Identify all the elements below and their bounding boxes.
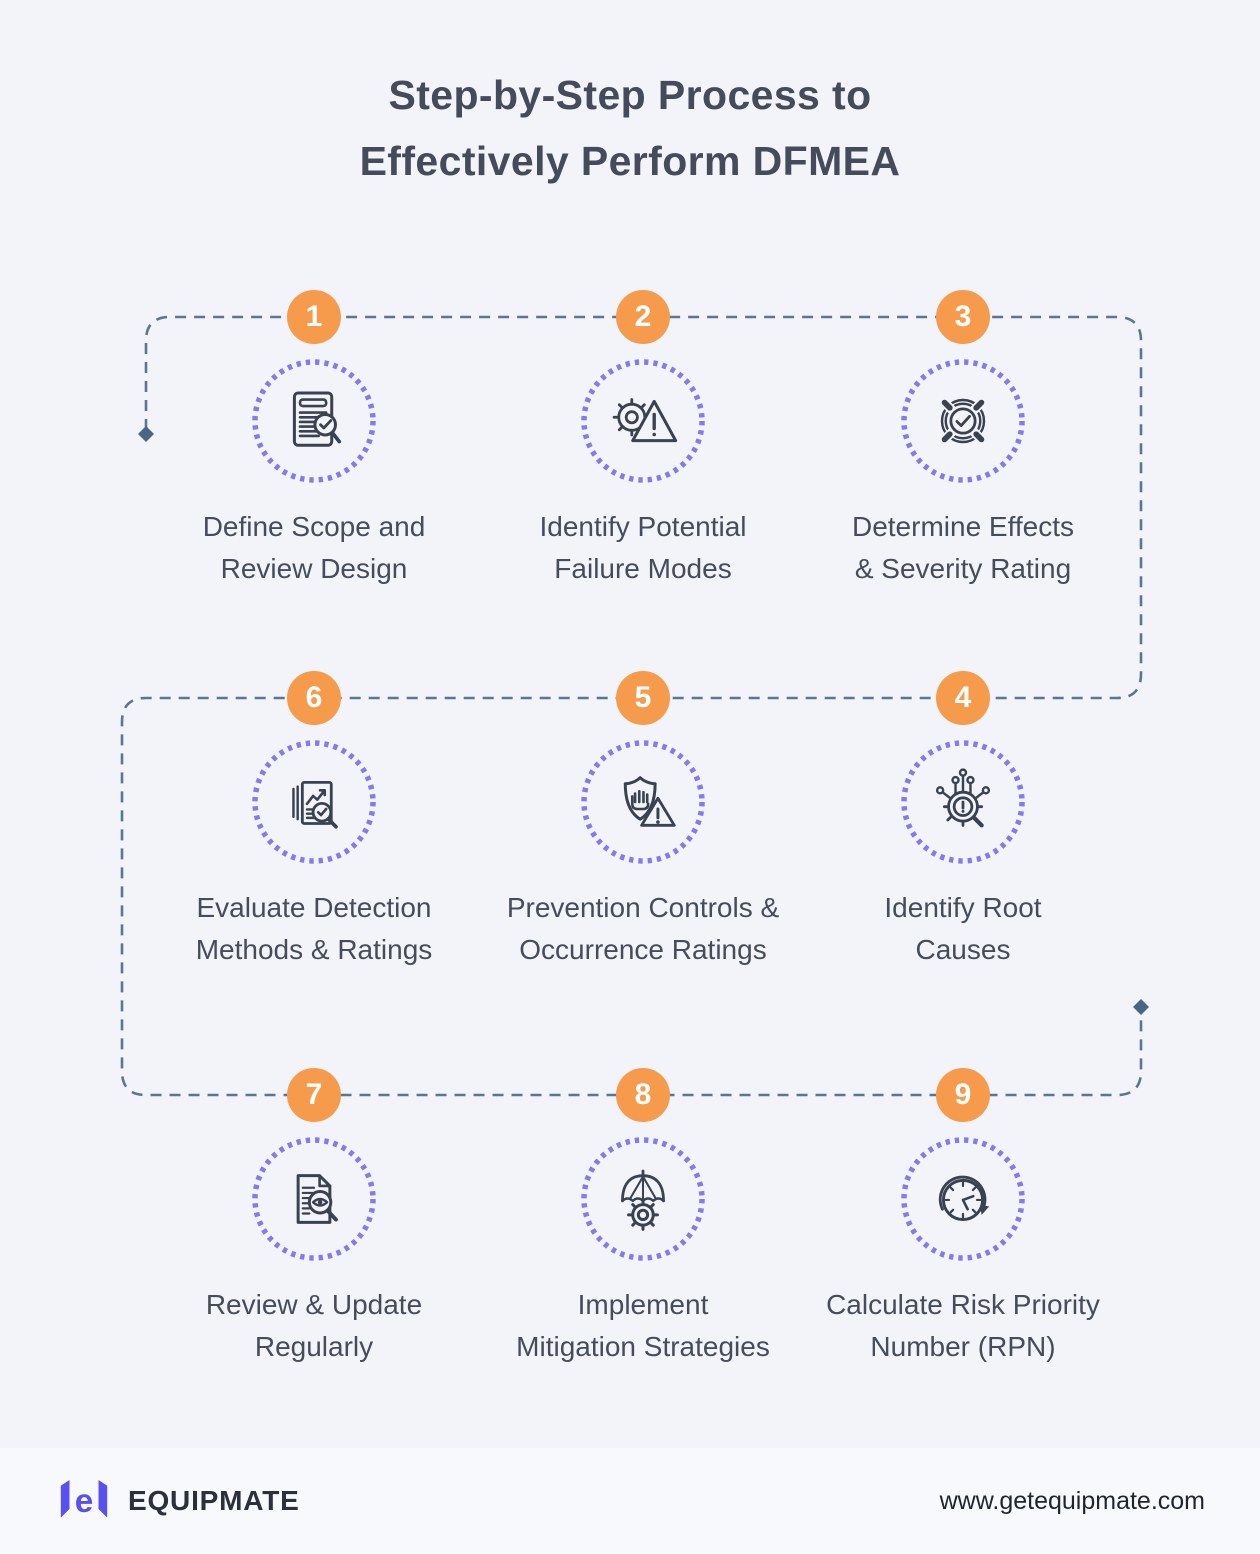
step-label-line: Methods & Ratings: [195, 934, 433, 965]
step-icon-ring: [249, 356, 379, 486]
step-label: Determine Effects & Severity Rating: [852, 506, 1074, 590]
step-label-line: Occurrence Ratings: [519, 934, 767, 965]
step-3: 3 Determine Effects: [793, 290, 1133, 590]
report-chart-magnifier-icon: [292, 781, 338, 829]
step-number-badge: 7: [287, 1068, 341, 1122]
footer-bar: e EQUIPMATE www.getequipmate.com: [0, 1448, 1260, 1554]
step-icon-ring: [898, 1134, 1028, 1264]
step-label-line: & Severity Rating: [854, 553, 1072, 584]
title-line-2: Effectively Perform DFMEA: [359, 138, 901, 184]
connector-end-diamond: [1133, 999, 1149, 1015]
step-icon-ring: [578, 356, 708, 486]
step-label-line: Identify Potential: [539, 511, 747, 542]
document-review-magnifier-icon: [292, 391, 342, 447]
step-number-badge: 6: [287, 671, 341, 725]
clock-refresh-icon: [938, 1175, 990, 1222]
step-number-badge: 1: [287, 290, 341, 344]
step-label-line: Review Design: [220, 553, 408, 584]
step-label-line: Failure Modes: [554, 553, 732, 584]
step-icon-ring: [249, 737, 379, 867]
step-number-badge: 4: [936, 671, 990, 725]
page-title: Step-by-Step Process to Effectively Perf…: [0, 62, 1260, 194]
umbrella-gear-icon: [621, 1169, 665, 1231]
logo-letter: e: [75, 1483, 94, 1520]
step-number: 3: [954, 300, 972, 333]
title-line-1: Step-by-Step Process to: [388, 72, 872, 118]
step-number: 6: [305, 681, 323, 714]
step-label: Prevention Controls & Occurrence Ratings: [507, 887, 779, 971]
step-label-line: Determine Effects: [851, 511, 1075, 542]
step-number: 5: [634, 681, 652, 714]
step-label-line: Causes: [915, 934, 1011, 965]
step-number: 8: [634, 1078, 652, 1111]
step-number-badge: 8: [616, 1068, 670, 1122]
equipmate-logo-icon: e: [60, 1479, 108, 1520]
step-4: 4 Identi: [793, 671, 1133, 971]
step-label-line: Calculate Risk Priority: [826, 1289, 1100, 1320]
website-url: www.getequipmate.com: [939, 1486, 1205, 1515]
step-1: 1 Define Scope and Review Design: [144, 290, 484, 590]
root-cause-network-magnifier-icon: [935, 768, 991, 828]
step-number: 1: [305, 300, 323, 333]
step-label-line: Number (RPN): [870, 1331, 1056, 1362]
step-icon-ring: [898, 356, 1028, 486]
step-label-line: Identify Root: [884, 892, 1042, 923]
document-eye-magnifier-icon: [296, 1174, 338, 1224]
step-number: 9: [954, 1078, 972, 1111]
step-label: Implement Mitigation Strategies: [516, 1284, 770, 1368]
step-label-line: Review & Update: [205, 1289, 423, 1320]
step-icon-ring: [578, 1134, 708, 1264]
gear-warning-icon: [612, 398, 678, 443]
step-label: Calculate Risk Priority Number (RPN): [826, 1284, 1100, 1368]
step-icon-ring: [249, 1134, 379, 1264]
step-label-line: Define Scope and: [202, 511, 426, 542]
step-label: Review & Update Regularly: [206, 1284, 422, 1368]
step-9: 9 Calculate Risk Priority Number (RPN): [793, 1068, 1133, 1368]
step-number: 2: [634, 300, 652, 333]
step-number-badge: 9: [936, 1068, 990, 1122]
step-label: Evaluate Detection Methods & Ratings: [196, 887, 433, 971]
target-check-icon: [938, 396, 988, 446]
step-6: 6 Evaluate Detection Methods & Rati: [144, 671, 484, 971]
step-label-line: Evaluate Detection: [196, 892, 432, 923]
step-label-line: Mitigation Strategies: [516, 1331, 770, 1362]
step-label: Identify Potential Failure Modes: [539, 506, 746, 590]
step-number-badge: 2: [616, 290, 670, 344]
brand-name: EQUIPMATE: [128, 1485, 300, 1516]
step-number-badge: 5: [616, 671, 670, 725]
connector-start-diamond: [138, 426, 154, 442]
step-icon-ring: [578, 737, 708, 867]
step-number: 4: [954, 681, 972, 714]
step-label-line: Regularly: [254, 1331, 374, 1362]
step-label-line: Prevention Controls &: [506, 892, 780, 923]
step-2: 2 Identify Potential Failure Modes: [473, 290, 813, 590]
step-label: Identify Root Causes: [884, 887, 1041, 971]
shield-hand-warning-icon: [623, 776, 676, 827]
step-5: 5 Prevention Controls & Occurrence Ratin…: [473, 671, 813, 971]
step-7: 7 Review & Update Regularly: [144, 1068, 484, 1368]
step-number: 7: [305, 1078, 323, 1111]
step-icon-ring: [898, 737, 1028, 867]
step-number-badge: 3: [936, 290, 990, 344]
brand-logo: e EQUIPMATE: [55, 1470, 300, 1532]
step-label-line: Implement: [577, 1289, 709, 1320]
step-8: 8 Implement Mitigation Strate: [473, 1068, 813, 1368]
step-label: Define Scope and Review Design: [203, 506, 426, 590]
